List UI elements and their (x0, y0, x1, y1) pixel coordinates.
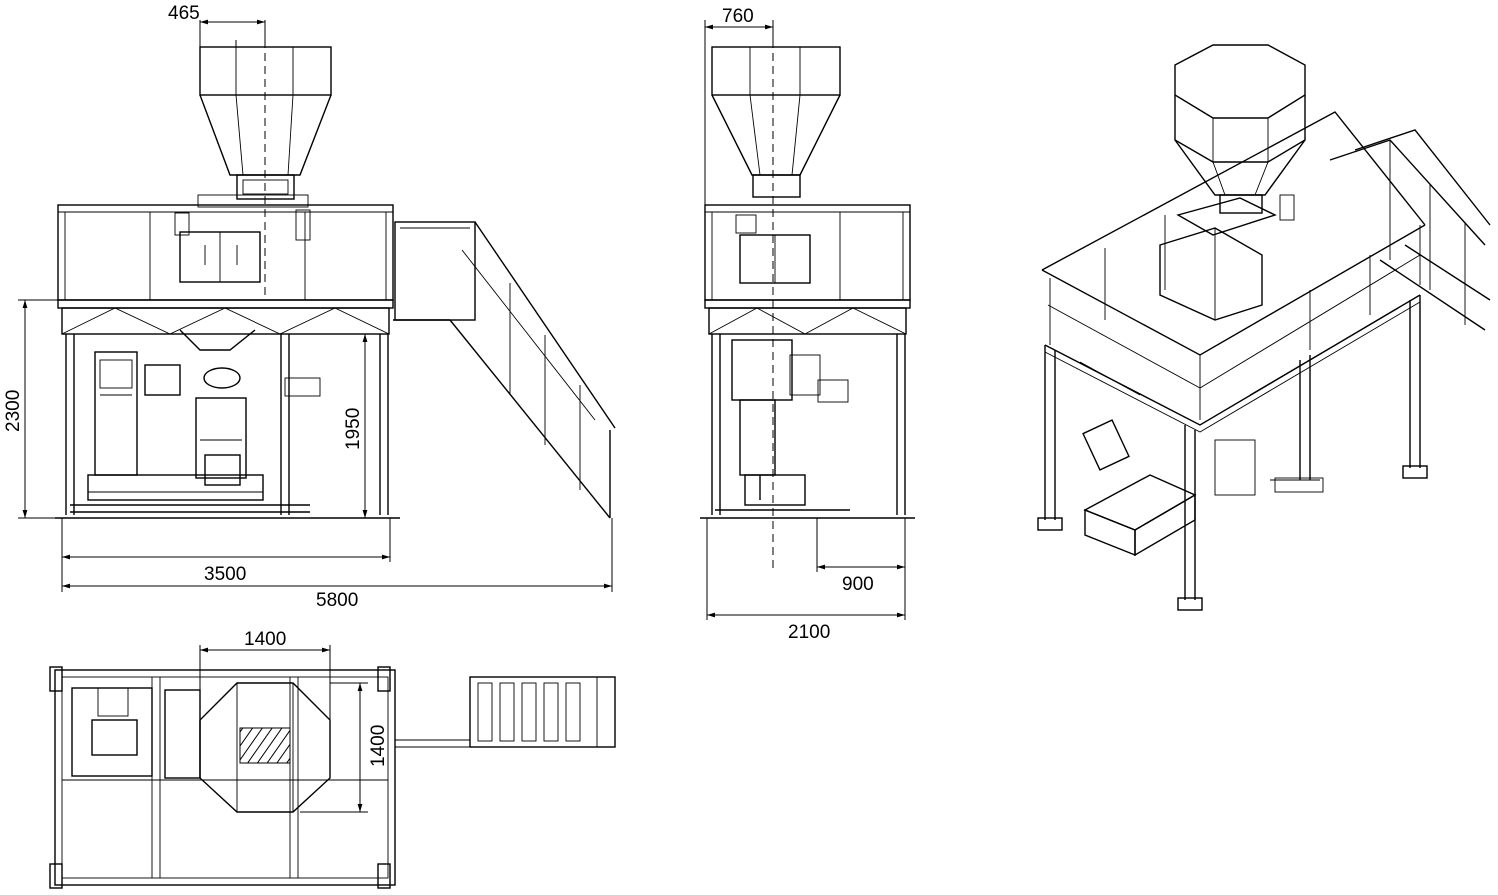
top-machinery (71, 687, 201, 779)
iso-legs (1037, 295, 1428, 611)
iso-hopper (1174, 44, 1306, 214)
dim-side-900: 900 (816, 518, 906, 620)
dim-front-3500: 3500 (61, 518, 391, 592)
dim-front-465: 465 (168, 3, 266, 48)
side-truss (704, 299, 911, 515)
dim-label-3500: 3500 (204, 564, 246, 585)
iso-weigh-unit (1159, 194, 1295, 321)
dim-side-760: 760 (704, 6, 774, 205)
iso-conveyor (1082, 419, 1324, 557)
side-hopper (711, 40, 841, 570)
top-view: 1400 1400 (49, 629, 616, 889)
dim-top-1400-width: 1400 (199, 629, 331, 720)
dim-label-1400-width: 1400 (244, 629, 286, 650)
isometric-view (1037, 44, 1491, 611)
dim-top-1400-depth: 1400 (300, 682, 389, 813)
front-staircase (393, 221, 616, 519)
dim-front-2300: 2300 (3, 299, 58, 519)
front-view: 465 2300 1950 3500 5800 (3, 3, 616, 611)
dim-label-900: 900 (842, 574, 874, 595)
front-hopper (199, 40, 332, 300)
dim-front-5800: 5800 (62, 518, 613, 611)
dim-label-760: 760 (722, 6, 754, 27)
dim-label-1950: 1950 (343, 408, 364, 450)
front-machinery (55, 329, 400, 519)
dim-label-2300: 2300 (3, 390, 24, 432)
front-truss (57, 299, 394, 515)
dim-side-2100: 2100 (706, 518, 905, 643)
side-upper-frame (704, 204, 911, 301)
dim-label-5800: 5800 (316, 590, 358, 611)
side-machinery (700, 339, 915, 519)
top-staircase (395, 676, 616, 748)
front-upper-frame (57, 194, 394, 301)
side-view: 760 900 2100 (700, 6, 915, 643)
top-hopper (199, 682, 331, 813)
iso-platform-railing (1041, 111, 1426, 433)
iso-stairs (1329, 129, 1491, 331)
dim-front-1950: 1950 (343, 333, 375, 518)
top-frame (49, 666, 396, 889)
dim-label-1400-depth: 1400 (368, 725, 389, 767)
dim-label-465: 465 (168, 3, 200, 24)
dim-label-2100: 2100 (788, 622, 830, 643)
